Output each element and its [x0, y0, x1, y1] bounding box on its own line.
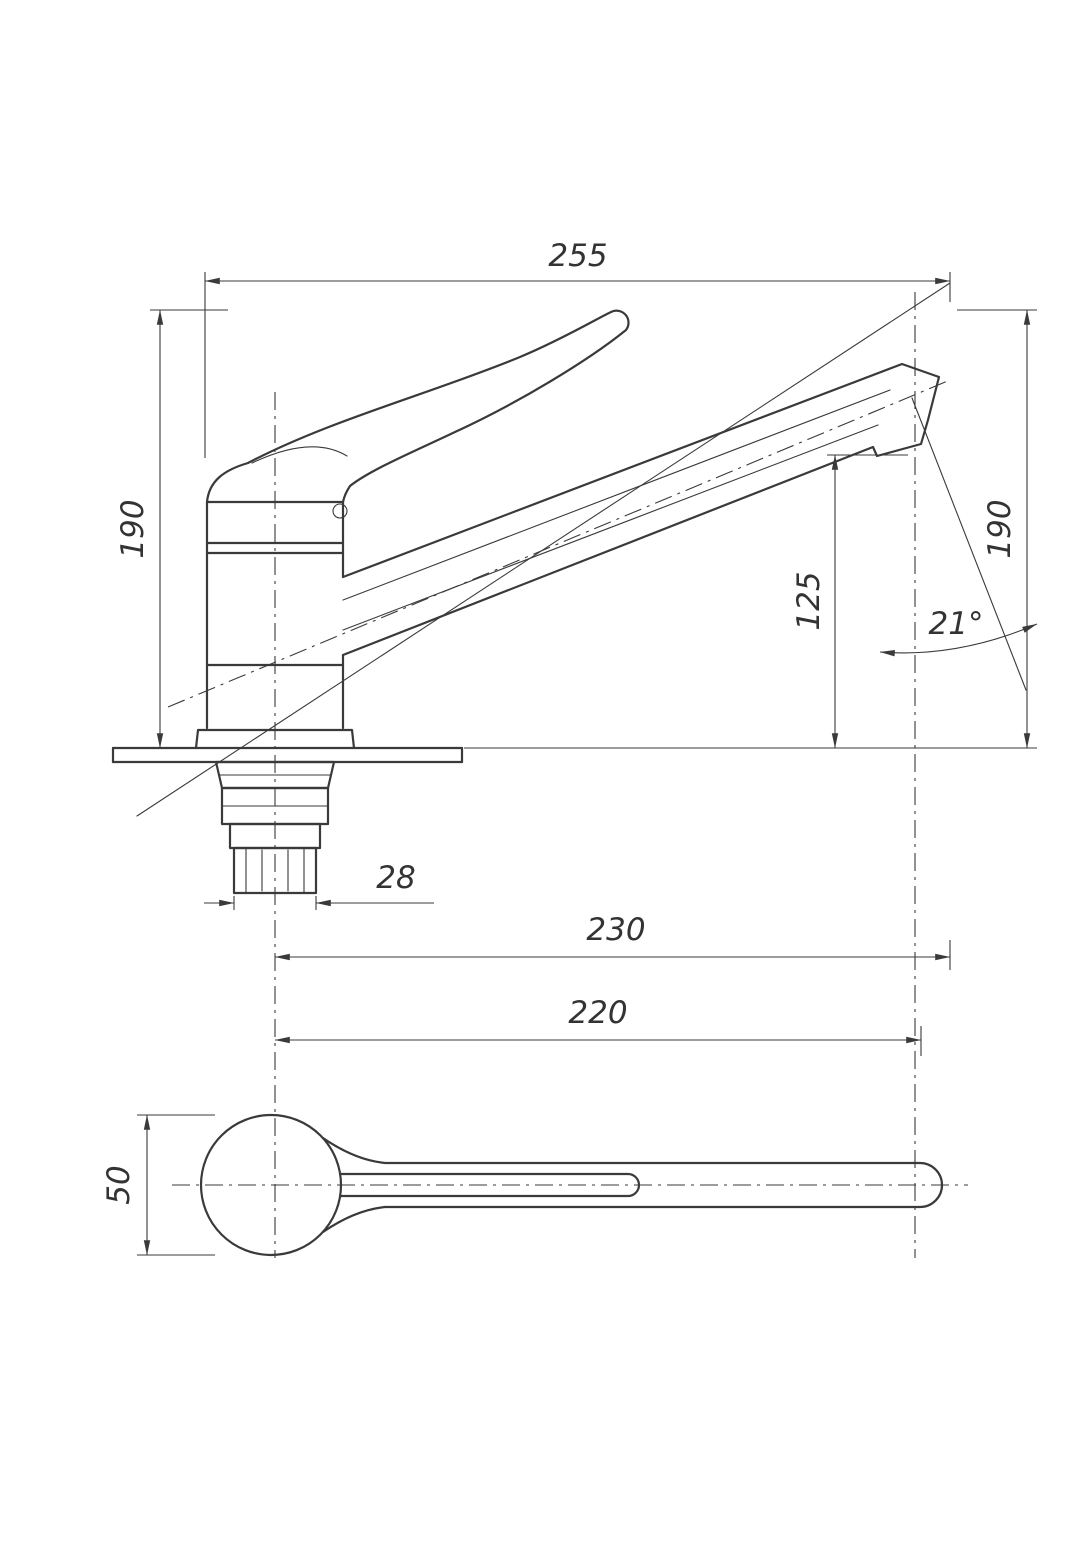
body-base-flange [194, 728, 356, 750]
dim-label-190-right: 190 [982, 499, 1018, 558]
dimension-labels: 255 190 190 125 21° 28 230 220 50 [101, 238, 1018, 1205]
shank-assembly [214, 760, 336, 895]
dim-label-220: 220 [568, 995, 627, 1031]
dim-label-28: 28 [376, 860, 415, 896]
long-diagonal-construction-line [136, 282, 951, 817]
dim-label-50: 50 [101, 1165, 137, 1204]
spout-axis-centerline [167, 379, 951, 708]
faucet-plan-view [199, 1113, 944, 1257]
dim-label-125: 125 [791, 571, 827, 630]
lever-pin-circle [332, 503, 348, 519]
dim-label-255: 255 [548, 238, 607, 274]
dim-label-21deg: 21° [929, 606, 984, 642]
shank-tube [232, 846, 318, 895]
dim-label-230: 230 [586, 912, 645, 948]
angle-arc-21 [879, 623, 1038, 657]
spout-inner-line-1 [342, 389, 891, 601]
faucet-side-view [111, 309, 941, 895]
dimension-lines [137, 272, 1038, 1256]
spout-outline [341, 362, 941, 657]
handle-slot [338, 1172, 641, 1198]
handle-bar-outline [321, 1136, 944, 1234]
mounting-plate [111, 746, 464, 764]
handle-knob-circle [199, 1113, 343, 1257]
lever-handle-outline [205, 309, 630, 504]
spout-inner-line-2 [342, 424, 879, 631]
lever-joint-seam [251, 446, 348, 464]
dim-label-190-left: 190 [115, 499, 151, 558]
